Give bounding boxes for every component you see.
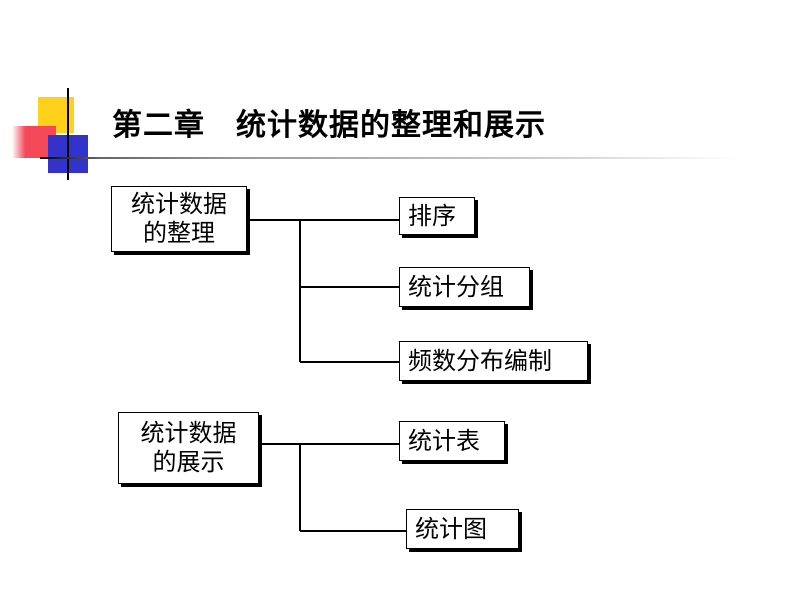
leaf-box-frequency-distribution: 频数分布编制 [399,341,588,381]
leaf-box-grouping: 统计分组 [399,267,530,307]
leaf-box-statistical-table: 统计表 [399,421,505,461]
leaf-box-statistical-chart: 统计图 [406,509,519,549]
group-box-display: 统计数据 的展示 [118,412,259,484]
group-box-organize: 统计数据 的整理 [111,186,247,252]
title-underline [40,157,740,159]
page-title: 第二章 统计数据的整理和展示 [112,108,546,143]
leaf-box-sort: 排序 [399,197,475,235]
decor-vertical-line [67,88,69,180]
